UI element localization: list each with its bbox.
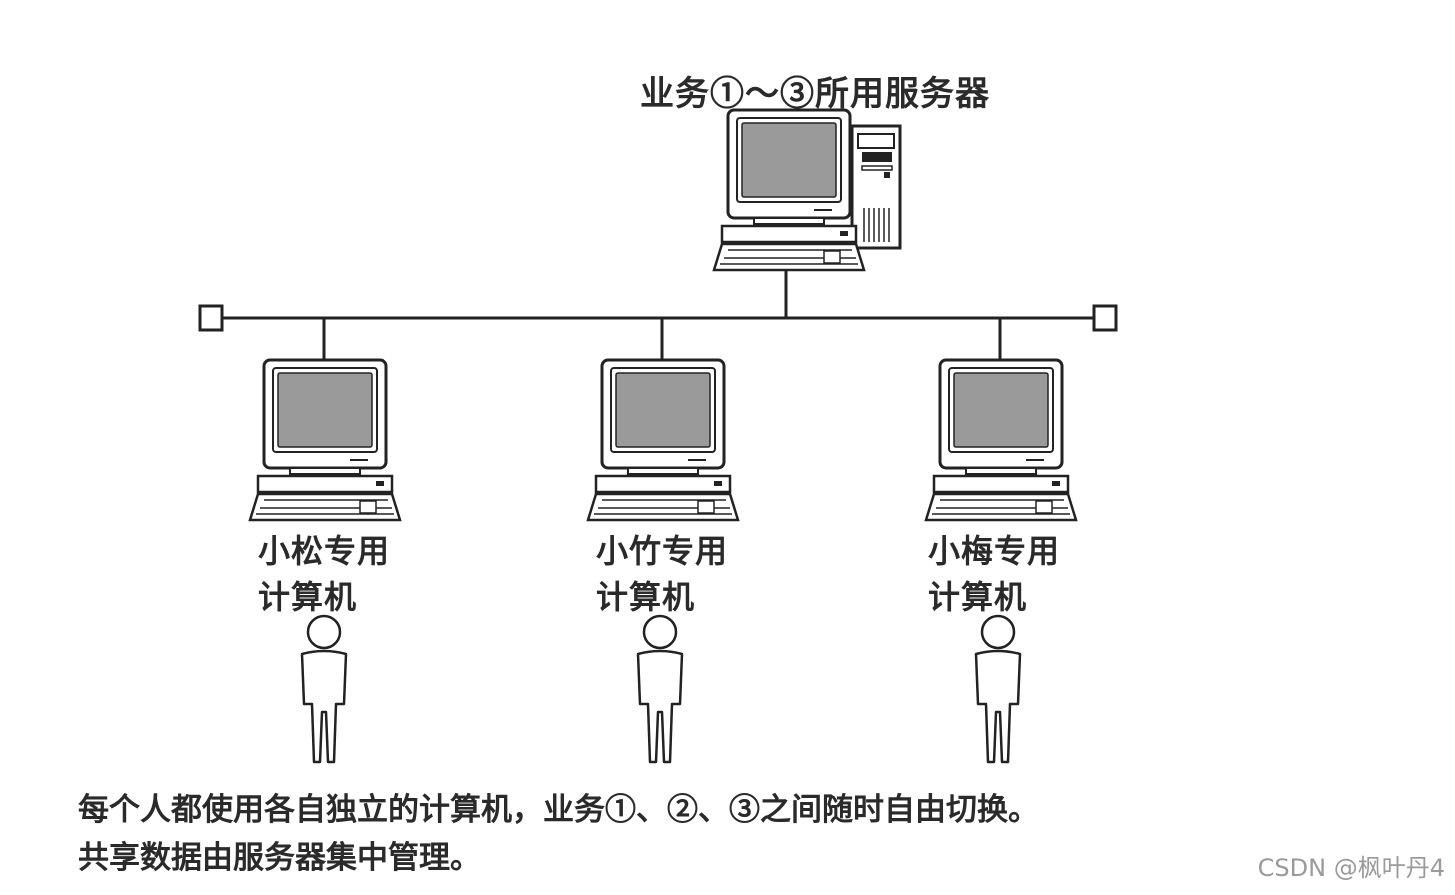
computer-1-label: 小松专用 计算机 [258, 528, 390, 620]
client-computer-2 [586, 358, 740, 522]
computer-3-label-line1: 小梅专用 [928, 532, 1061, 570]
computer-2-label-line2: 计算机 [596, 578, 696, 616]
bus-terminator-left [198, 304, 224, 332]
server-label: 业务①～③所用服务器 [640, 74, 990, 114]
bus-terminator-right [1092, 304, 1118, 332]
watermark: CSDN @枫叶丹4 [1257, 854, 1445, 882]
computer-3-label: 小梅专用 计算机 [928, 528, 1060, 620]
caption-line-1: 每个人都使用各自独立的计算机，业务①、②、③之间随时自由切换。 [78, 792, 1039, 828]
computer-3-label-line2: 计算机 [928, 578, 1028, 616]
user-1 [300, 614, 348, 764]
server-computer [712, 108, 902, 272]
user-3 [974, 614, 1022, 764]
client-computer-1 [248, 358, 402, 522]
user-2 [636, 614, 684, 764]
computer-2-label-line1: 小竹专用 [596, 532, 729, 570]
computer-2-label: 小竹专用 计算机 [596, 528, 728, 620]
caption-line-2: 共享数据由服务器集中管理。 [78, 840, 481, 876]
computer-1-label-line2: 计算机 [258, 578, 358, 616]
computer-1-label-line1: 小松专用 [258, 532, 391, 570]
client-computer-3 [924, 358, 1078, 522]
